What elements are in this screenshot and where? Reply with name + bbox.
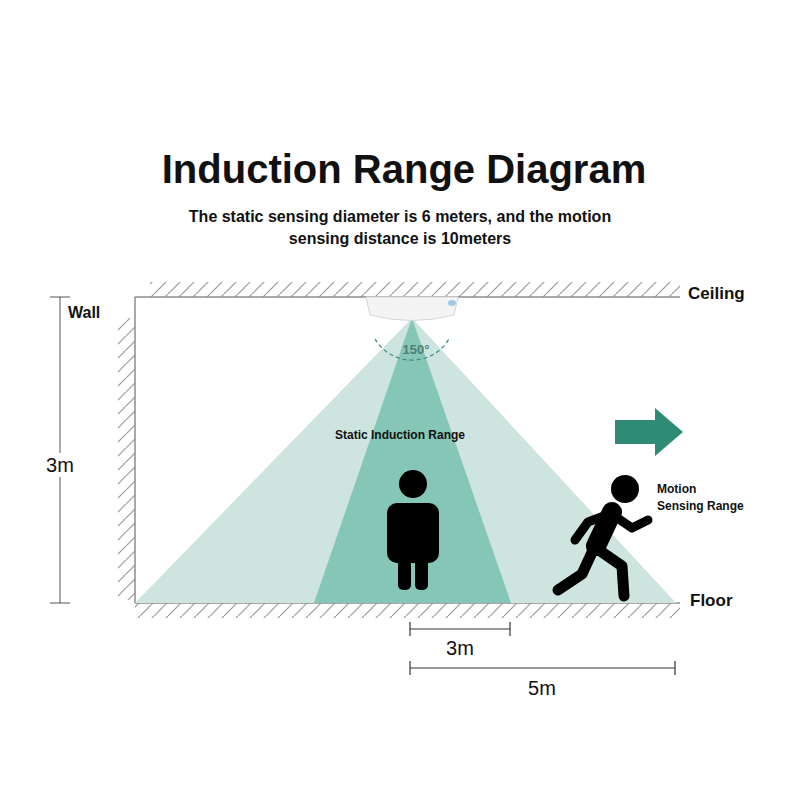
wall-label: Wall	[68, 303, 128, 322]
width-dimension-label: 3m	[440, 636, 480, 660]
motion-range-cone	[135, 318, 676, 603]
static-range-cone	[314, 318, 511, 603]
subtitle-note: The static sensing diameter is 6 meters,…	[180, 206, 620, 250]
running-person	[558, 475, 648, 596]
ceiling-hatch	[150, 282, 680, 297]
angle-arc	[375, 339, 449, 360]
wall-line	[134, 297, 136, 603]
diagram-title: Induction Range Diagram	[4, 145, 800, 193]
width-dimension-label: 5m	[522, 676, 562, 700]
ceiling-label: Ceiling	[688, 284, 788, 304]
direction-arrow	[615, 408, 683, 456]
floor-label: Floor	[690, 591, 770, 611]
sensor-device	[366, 297, 458, 321]
floor-hatch	[135, 603, 680, 618]
width-dimensions	[410, 622, 675, 675]
wall-hatch	[118, 318, 135, 600]
static-range-label: Static Induction Range	[315, 428, 485, 442]
angle-label: 150°	[394, 342, 438, 358]
motion-range-label: Motion Sensing Range	[657, 481, 745, 515]
height-dimension-label: 3m	[42, 453, 78, 477]
standing-person	[387, 470, 439, 590]
height-dimension	[50, 297, 70, 603]
sensor-lens	[448, 300, 456, 306]
